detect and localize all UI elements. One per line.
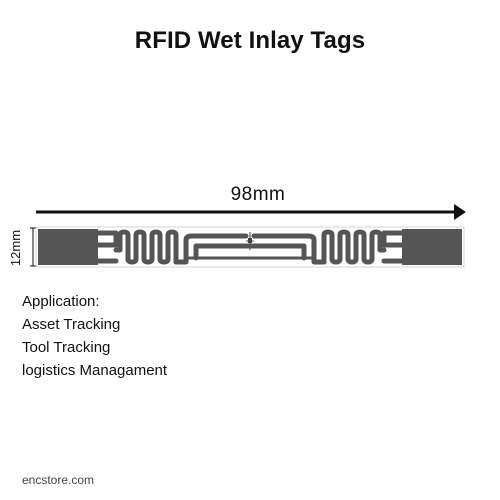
page-title: RFID Wet Inlay Tags [134,27,366,54]
width-dimension-label: 98mm [230,184,286,205]
application-section: Application: Asset Tracking Tool Trackin… [22,290,167,382]
application-item-tool-tracking: Tool Tracking [22,339,111,356]
application-item-asset-tracking: Asset Tracking [22,316,121,333]
application-item-logistics: logistics Managament [22,362,168,379]
application-heading: Application: [22,293,100,310]
width-arrow-head [454,204,466,220]
antenna-pad-left [38,229,98,265]
antenna-pad-right [402,229,462,265]
footer-site-name: encstore.com [22,473,95,487]
rfid-chip [246,232,254,250]
